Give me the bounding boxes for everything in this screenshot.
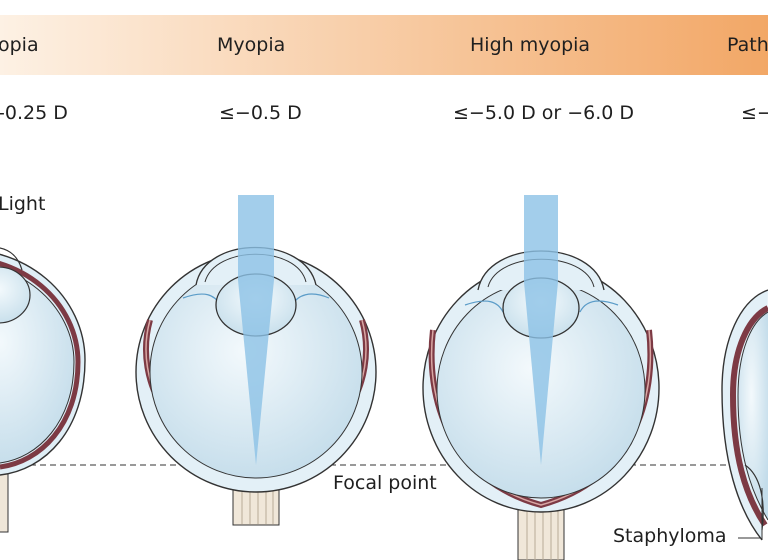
- eye-emmetropia: [0, 247, 86, 533]
- eye-high-myopia: [422, 195, 660, 560]
- threshold-emmetropia: -0.25 D: [0, 102, 68, 124]
- threshold-myopia: ≤−0.5 D: [219, 102, 302, 124]
- header-banner: [0, 15, 768, 75]
- light-label: Light: [0, 193, 46, 215]
- focal-point-label: Focal point: [333, 472, 437, 494]
- eye-pathologic: [721, 289, 768, 541]
- staphyloma-label: Staphyloma: [613, 525, 727, 547]
- header-stage-myopia: Myopia: [217, 34, 286, 56]
- header-stage-emmetropia: opia: [0, 34, 39, 56]
- light-beam: [238, 195, 274, 465]
- header-stage-high-myopia: High myopia: [470, 34, 591, 56]
- light-beam: [524, 195, 558, 465]
- threshold-high-myopia: ≤−5.0 D or −6.0 D: [453, 102, 635, 124]
- eye-myopia: [135, 195, 377, 526]
- header-stage-pathologic: Path: [727, 34, 768, 56]
- threshold-pathologic: ≤−: [741, 102, 768, 124]
